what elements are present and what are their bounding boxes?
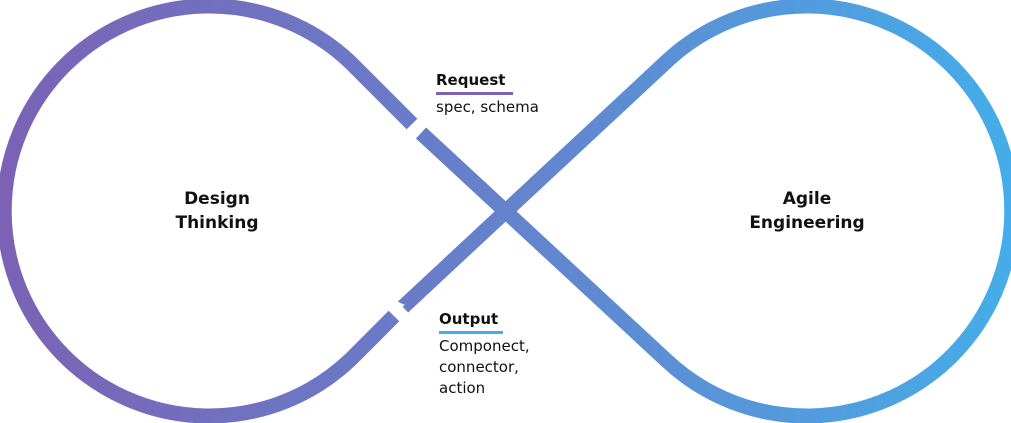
agile-engineering-line-2: Engineering — [749, 213, 865, 233]
request-title: Request — [436, 71, 513, 95]
request-body-line-1: spec, schema — [436, 98, 539, 116]
design-thinking-line-2: Thinking — [175, 213, 259, 233]
output-note: Output Componect, connector, action — [439, 309, 530, 399]
left-loop-path — [0, 0, 418, 423]
agile-engineering-label: Agile Engineering — [707, 187, 907, 235]
output-body: Componect, connector, action — [439, 336, 530, 399]
output-body-line-2: connector, — [439, 358, 519, 376]
design-thinking-label: Design Thinking — [117, 187, 317, 235]
request-note: Request spec, schema — [436, 70, 539, 118]
request-body: spec, schema — [436, 97, 539, 118]
agile-engineering-line-1: Agile — [782, 189, 832, 209]
right-loop-path — [397, 0, 1011, 423]
design-thinking-line-1: Design — [184, 189, 250, 209]
request-flow-arrow — [410, 120, 421, 131]
output-title: Output — [439, 310, 503, 334]
output-body-line-3: action — [439, 379, 486, 397]
output-body-line-1: Componect, — [439, 337, 530, 355]
output-flow-arrow — [394, 300, 405, 311]
